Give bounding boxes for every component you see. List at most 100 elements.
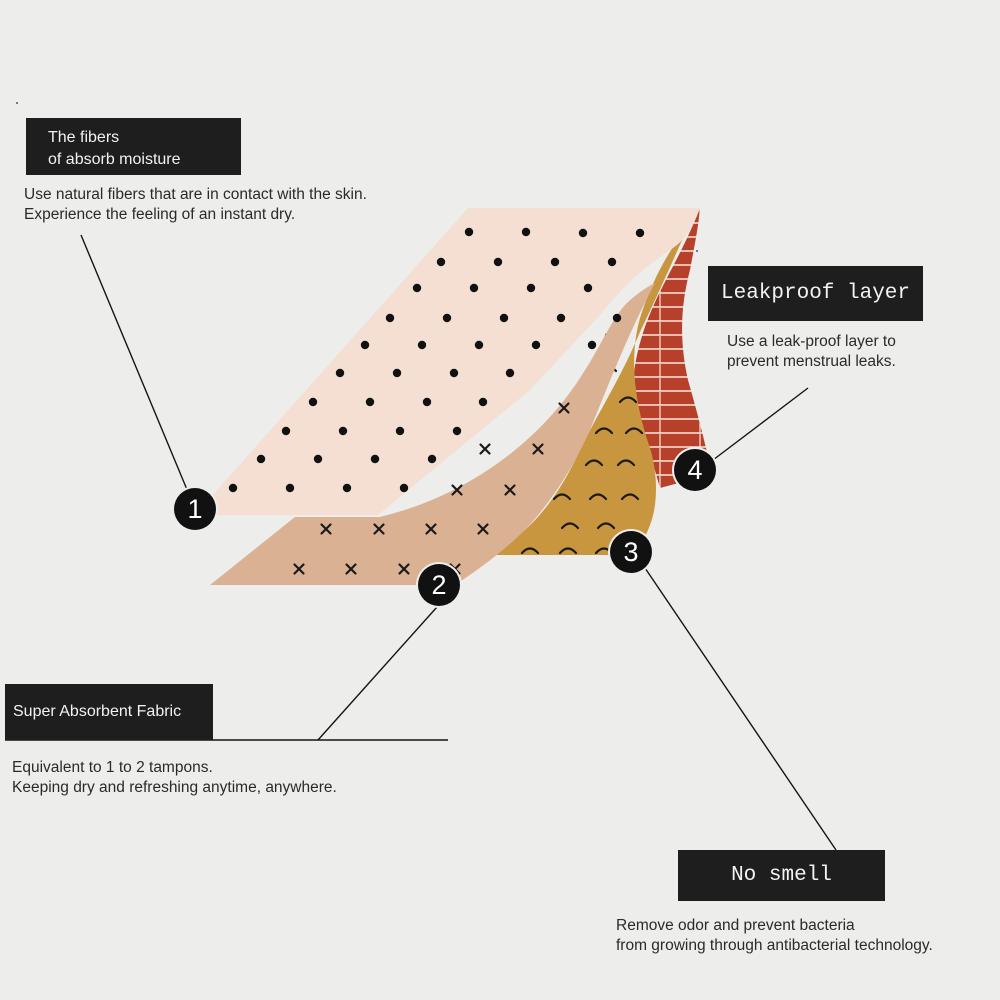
fiber-dot (583, 283, 593, 293)
fibers-title-box: The fibers of absorb moisture (26, 118, 241, 175)
fiber-dot (395, 426, 405, 436)
core-arc (594, 427, 614, 435)
core-arc (620, 493, 640, 501)
fabric-cross (451, 484, 463, 496)
core-arc (616, 459, 636, 467)
no-smell-description-line-2: from growing through antibacterial techn… (616, 937, 933, 954)
leakproof-title-box: Leakproof layer (708, 266, 923, 321)
fiber-dot (338, 426, 348, 436)
leader-line-4 (712, 387, 809, 461)
fiber-dot (313, 454, 323, 464)
fabric-description: Equivalent to 1 to 2 tampons. Keeping dr… (12, 758, 337, 798)
fiber-dot (474, 340, 484, 350)
fiber-dot (308, 397, 318, 407)
core-arc (618, 396, 638, 404)
absorbent-fabric-layer (210, 283, 655, 585)
fabric-description-line-2: Keeping dry and refreshing anytime, anyw… (12, 779, 337, 796)
layer-marker-1: 1 (174, 488, 216, 530)
fiber-dot (370, 454, 380, 464)
fiber-dot (417, 340, 427, 350)
fiber-dot (493, 257, 503, 267)
fibers-description: Use natural fibers that are in contact w… (24, 185, 367, 225)
fiber-dot (587, 340, 597, 350)
fiber-dot (531, 340, 541, 350)
fiber-dot (449, 368, 459, 378)
fiber-dot (256, 454, 266, 464)
fiber-dot (478, 397, 488, 407)
fiber-dot (399, 483, 409, 493)
fabric-cross (532, 443, 544, 455)
fiber-dot (464, 227, 474, 237)
leakproof-description: Use a leak-proof layer to prevent menstr… (727, 332, 896, 372)
layer-marker-3: 3 (610, 531, 652, 573)
fiber-dot (635, 228, 645, 238)
fiber-dot (499, 313, 509, 323)
fiber-dot (412, 283, 422, 293)
fabric-cross (558, 402, 570, 414)
core-arc (596, 522, 616, 530)
fiber-dot (285, 483, 295, 493)
fiber-dot (335, 368, 345, 378)
no-smell-description: Remove odor and prevent bacteria from gr… (616, 916, 933, 956)
fiber-dot (521, 227, 531, 237)
fiber-dot (365, 397, 375, 407)
core-arc-pattern (520, 329, 644, 555)
fabric-cross (345, 563, 357, 575)
fiber-dot (385, 313, 395, 323)
layer-marker-2: 2 (418, 564, 460, 606)
fiber-dot (392, 368, 402, 378)
fiber-dot (360, 340, 370, 350)
fiber-dot (436, 257, 446, 267)
fibers-title-line-2: of absorb moisture (48, 151, 181, 168)
leader-line-3 (644, 567, 837, 851)
fabric-description-line-1: Equivalent to 1 to 2 tampons. (12, 759, 213, 776)
core-arc (558, 547, 578, 555)
layer-marker-4: 4 (674, 449, 716, 491)
core-arc (552, 493, 572, 501)
fabric-cross (479, 443, 491, 455)
fiber-dot (228, 483, 238, 493)
core-arc (588, 493, 608, 501)
no-smell-title-box: No smell (678, 850, 885, 901)
leakproof-title: Leakproof layer (720, 282, 911, 305)
fiber-dot (550, 257, 560, 267)
fiber-dot (526, 283, 536, 293)
core-arc (624, 427, 644, 435)
fiber-dot (469, 283, 479, 293)
fibers-description-line-2: Experience the feeling of an instant dry… (24, 206, 296, 223)
core-arc (560, 522, 580, 530)
fiber-dot (505, 368, 515, 378)
fabric-cross (425, 523, 437, 535)
fabric-cross (504, 484, 516, 496)
fabric-cross (293, 563, 305, 575)
core-arc (520, 547, 540, 555)
leakproof-layer (633, 208, 712, 488)
fiber-dot (452, 426, 462, 436)
fabric-cross (373, 523, 385, 535)
fiber-dot (281, 426, 291, 436)
fabric-title-box: Super Absorbent Fabric (5, 684, 213, 740)
fiber-dot (427, 454, 437, 464)
no-smell-title: No smell (731, 864, 832, 887)
fiber-dot (578, 228, 588, 238)
fiber-dot (342, 483, 352, 493)
fiber-dot (607, 257, 617, 267)
no-smell-description-line-1: Remove odor and prevent bacteria (616, 917, 855, 934)
leader-line-2 (317, 606, 438, 741)
fiber-dot-pattern (228, 227, 645, 493)
fabric-cross (477, 523, 489, 535)
fibers-description-line-1: Use natural fibers that are in contact w… (24, 186, 367, 203)
fabric-title: Super Absorbent Fabric (13, 703, 182, 720)
leader-line-1 (80, 234, 189, 493)
fabric-cross (398, 563, 410, 575)
leakproof-description-line-2: prevent menstrual leaks. (727, 353, 896, 370)
leakproof-description-line-1: Use a leak-proof layer to (727, 333, 896, 350)
fiber-dot (556, 313, 566, 323)
fabric-cross (320, 523, 332, 535)
fabric-cross-pattern (293, 402, 570, 575)
fiber-dot (612, 313, 622, 323)
fiber-top-layer (195, 208, 700, 515)
absorbent-core-layer (488, 222, 690, 555)
fibers-title-line-1: The fibers (48, 129, 120, 146)
